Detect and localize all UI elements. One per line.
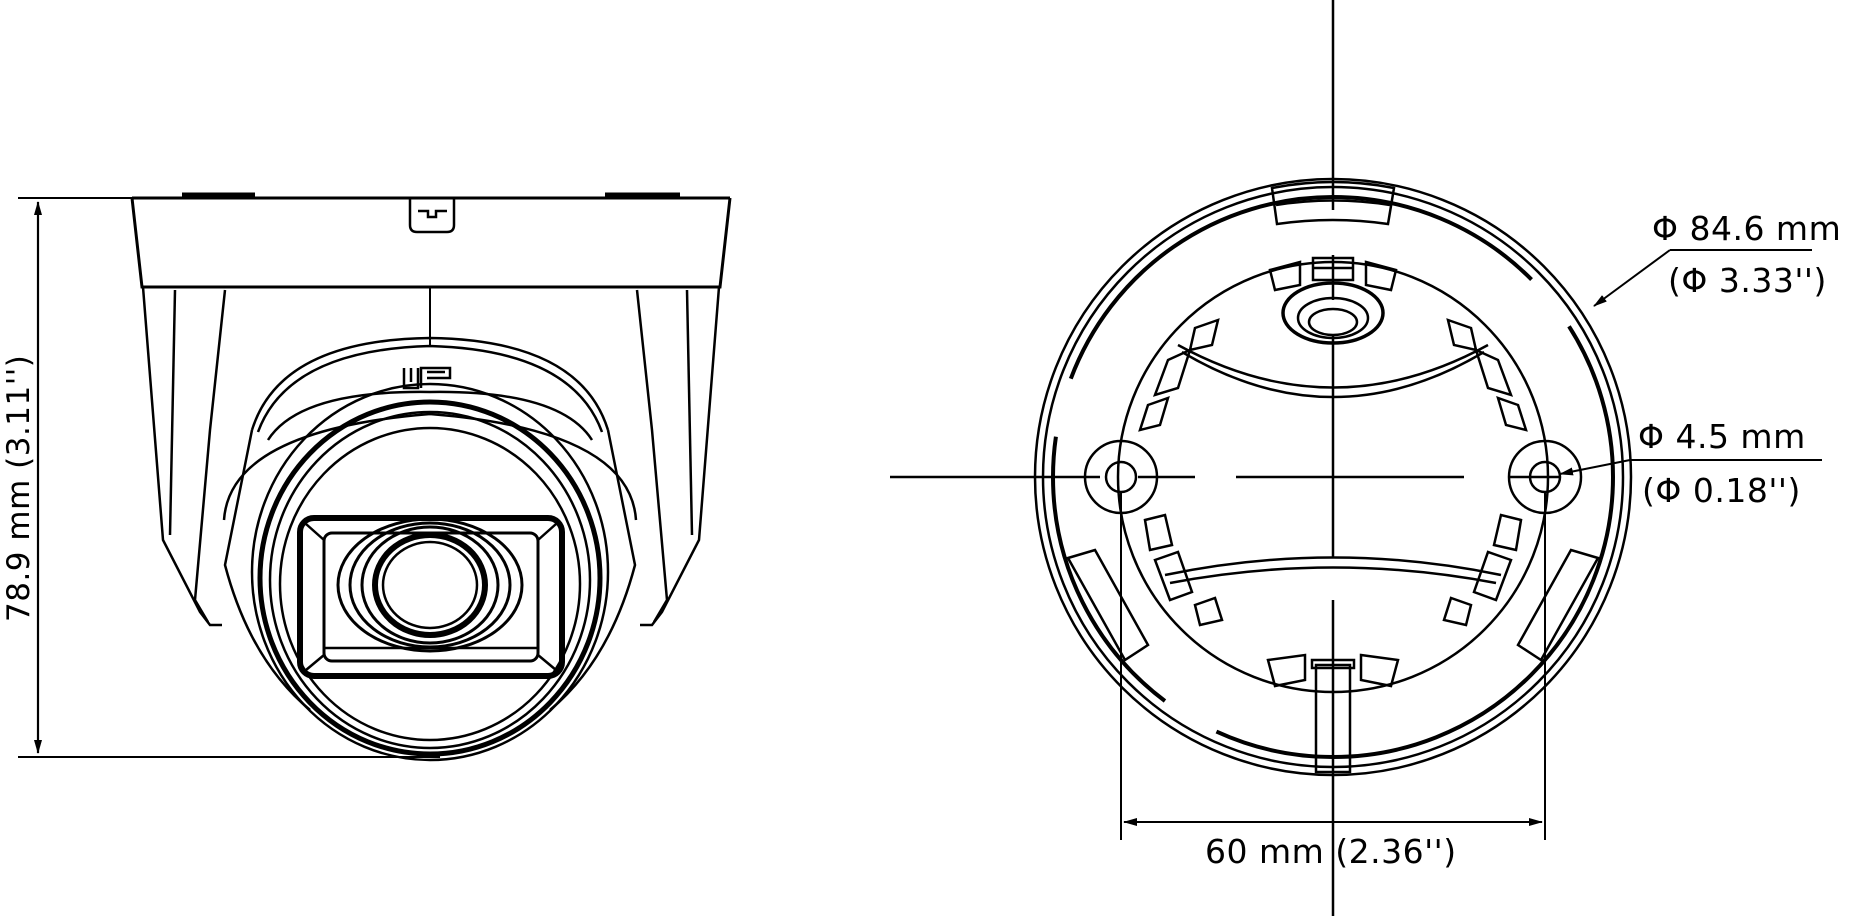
outer-ring — [1033, 177, 1633, 777]
bottom-slot — [1314, 663, 1352, 774]
hole-diameter-leader — [1559, 459, 1822, 476]
top-slot — [1270, 180, 1396, 226]
hole-diameter-in-label: (Φ 0.18'') — [1642, 471, 1801, 510]
outer-diameter-leader — [1593, 249, 1812, 307]
inner-dome — [1116, 256, 1550, 694]
up-marking — [402, 366, 452, 390]
hole-spacing-dimension-line — [1120, 492, 1546, 840]
lens-housing — [222, 336, 638, 762]
outer-diameter-mm-label: Φ 84.6 mm — [1652, 209, 1842, 248]
hole-diameter-mm-label: Φ 4.5 mm — [1638, 417, 1806, 456]
front-view — [18, 192, 732, 762]
center-lines — [890, 0, 1560, 916]
height-dimension-line — [18, 197, 440, 758]
turret-arms — [141, 286, 721, 627]
hole-spacing-label: 60 mm (2.36'') — [1205, 832, 1457, 871]
height-dimension-label: 78.9 mm (3.11'') — [1, 354, 37, 622]
bottom-view — [890, 0, 1822, 916]
mounting-plate — [130, 192, 732, 345]
outer-diameter-in-label: (Φ 3.33'') — [1668, 261, 1827, 300]
